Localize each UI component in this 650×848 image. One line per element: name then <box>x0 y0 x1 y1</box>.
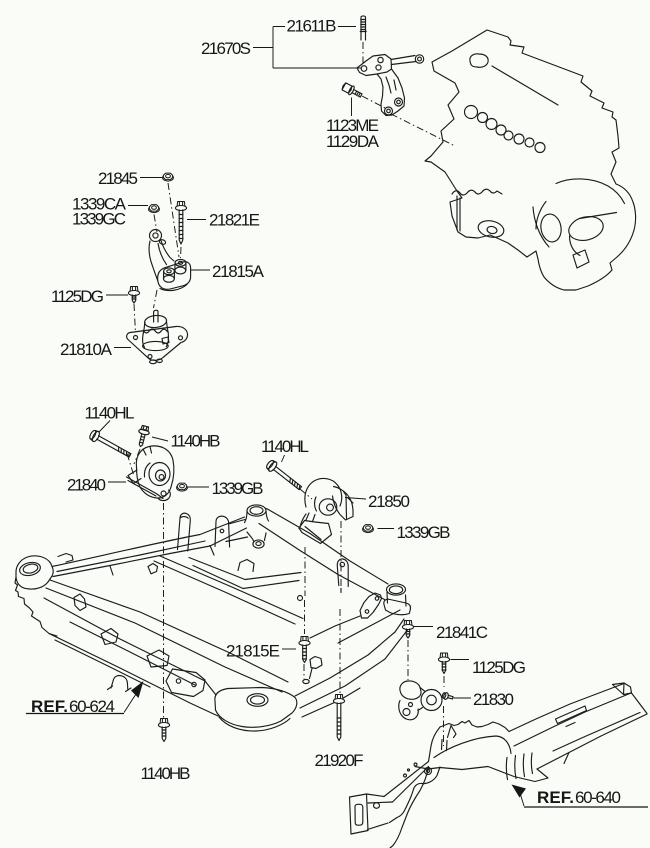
svg-text:1140HB: 1140HB <box>141 764 191 783</box>
svg-text:21815E: 21815E <box>226 642 280 661</box>
svg-text:1129DA: 1129DA <box>326 132 380 151</box>
svg-text:1339CA: 1339CA <box>72 195 127 214</box>
svg-text:21830: 21830 <box>473 690 514 709</box>
svg-text:REF.: REF. <box>537 788 574 807</box>
svg-text:21845: 21845 <box>98 169 138 188</box>
svg-text:1339GC: 1339GC <box>72 210 126 229</box>
svg-text:21920F: 21920F <box>315 751 364 770</box>
svg-text:1140HL: 1140HL <box>85 404 135 423</box>
svg-text:21815A: 21815A <box>212 262 265 281</box>
svg-text:1140HL: 1140HL <box>261 437 309 456</box>
svg-text:1125DG: 1125DG <box>51 287 104 306</box>
svg-text:1339GB: 1339GB <box>397 523 451 542</box>
svg-text:60-624: 60-624 <box>69 697 115 716</box>
svg-text:21841C: 21841C <box>436 623 488 642</box>
svg-text:REF.: REF. <box>31 697 68 716</box>
svg-text:21611B: 21611B <box>287 17 337 36</box>
svg-text:21850: 21850 <box>368 492 410 511</box>
svg-text:1123ME: 1123ME <box>326 116 379 135</box>
svg-text:21810A: 21810A <box>60 340 113 359</box>
svg-text:1339GB: 1339GB <box>212 479 264 498</box>
svg-text:21821E: 21821E <box>209 211 260 230</box>
svg-text:1140HB: 1140HB <box>171 432 221 451</box>
svg-text:1125DG: 1125DG <box>472 658 526 677</box>
svg-text:21840: 21840 <box>67 476 106 495</box>
svg-text:60-640: 60-640 <box>575 788 621 807</box>
svg-text:21670S: 21670S <box>201 39 251 58</box>
